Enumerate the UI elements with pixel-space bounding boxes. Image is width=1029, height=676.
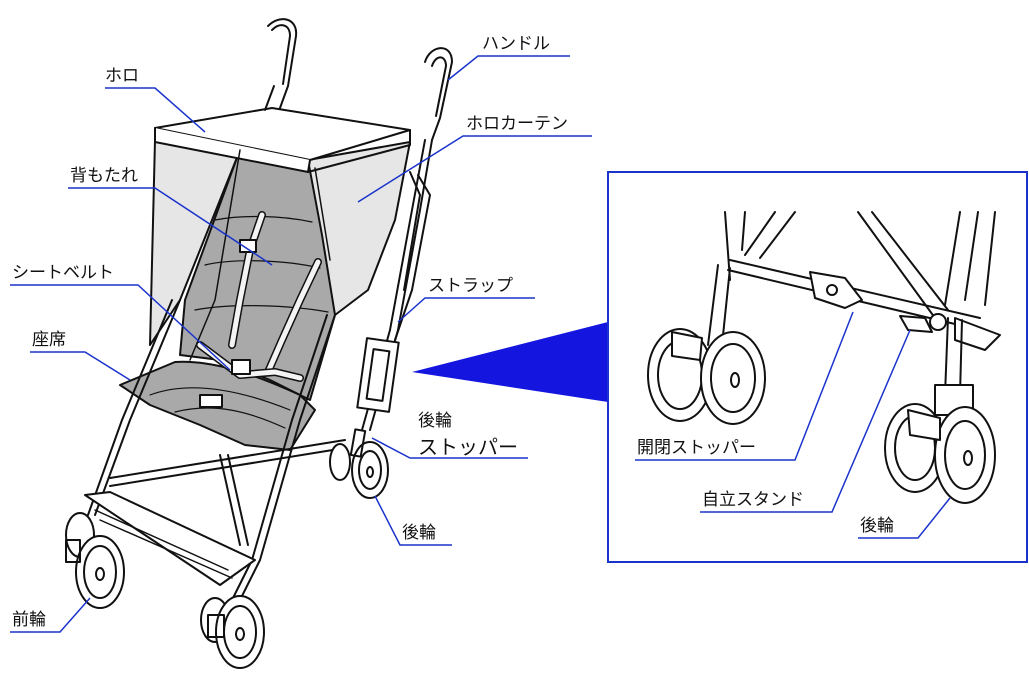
label-canopy-curtain: ホロカーテン [466, 114, 568, 134]
leader-backrest [68, 187, 273, 266]
label-front-wheel: 前輪 [12, 610, 46, 630]
label-rear-wheel-stopper-line1: 後輪 [418, 411, 452, 431]
label-rear-wheel: 後輪 [402, 523, 436, 543]
leader-inset-rear-wheel [858, 497, 951, 539]
inset-illustration [647, 211, 1001, 504]
inset-pointer-wedge [412, 322, 608, 402]
leader-rear-wheel [374, 495, 452, 546]
label-inset-stand: 自立スタンド [702, 490, 804, 510]
label-canopy: ホロ [105, 66, 139, 86]
rear-wheel-illustration [329, 428, 389, 499]
label-seatbelt: シートベルト [12, 263, 114, 283]
leader-inset-stand [700, 329, 911, 513]
label-inset-rear-wheel: 後輪 [860, 516, 894, 536]
leader-canopy [105, 87, 206, 133]
front-wheel-right [200, 595, 265, 669]
right-handle [424, 47, 453, 141]
leader-rear-wheel-stopper [371, 437, 528, 459]
front-wheel-left [65, 512, 125, 609]
label-backrest: 背もたれ [70, 166, 138, 186]
label-handle: ハンドル [482, 34, 550, 54]
leader-front-wheel [10, 597, 91, 633]
left-handle [267, 18, 298, 109]
leader-seat [30, 351, 131, 381]
label-inset-folding-stopper: 開閉ストッパー [637, 438, 756, 458]
label-strap: ストラップ [428, 276, 513, 296]
leader-handle [447, 55, 570, 81]
leader-seatbelt [10, 284, 231, 371]
leader-canopy-curtain [357, 135, 592, 203]
label-seat: 座席 [32, 330, 66, 350]
footrest [84, 491, 256, 586]
strap-shape [394, 174, 431, 341]
label-rear-wheel-stopper-line2: ストッパー [418, 435, 518, 459]
leader-strap [397, 297, 535, 323]
leader-lines [10, 55, 951, 633]
leader-inset-folding-stopper [635, 311, 854, 461]
stroller-illustration [65, 18, 453, 669]
